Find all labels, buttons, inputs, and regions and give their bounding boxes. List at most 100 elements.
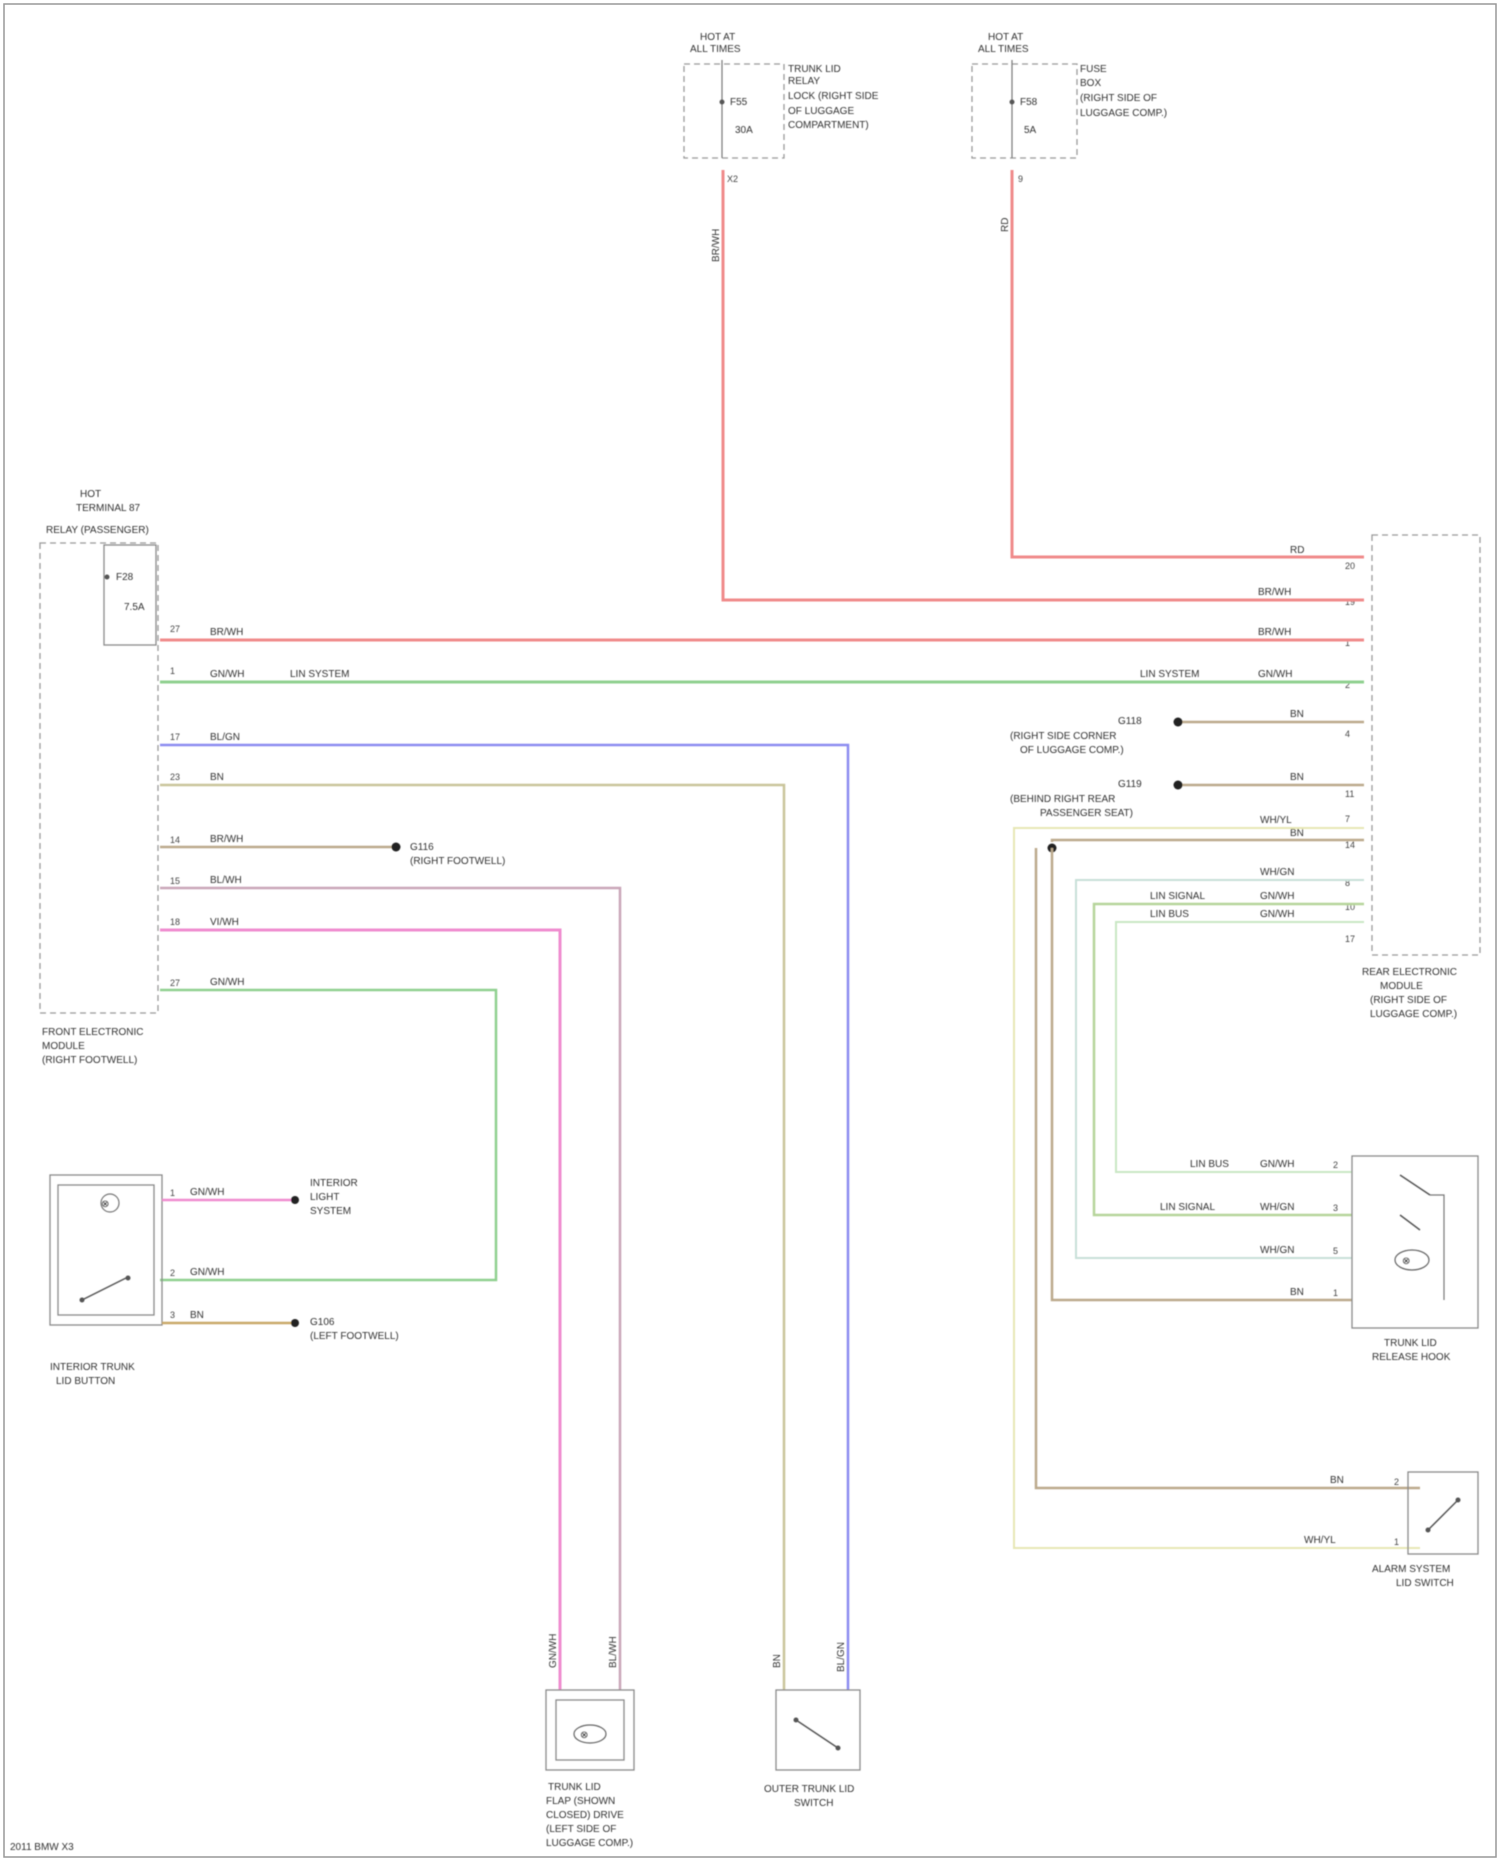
svg-text:BL/GN: BL/GN [836, 1642, 847, 1672]
alarm-lid-switch: 2 1 ALARM SYSTEM LID SWITCH [1372, 1472, 1478, 1589]
svg-text:TRUNK LID: TRUNK LID [1384, 1338, 1437, 1349]
svg-text:SWITCH: SWITCH [794, 1798, 833, 1809]
svg-text:F55: F55 [730, 97, 748, 108]
wire-red-fuse58 [1012, 170, 1364, 557]
svg-text:WH/YL: WH/YL [1260, 815, 1292, 826]
svg-text:BN: BN [1290, 1287, 1304, 1298]
svg-text:(RIGHT SIDE OF: (RIGHT SIDE OF [1370, 995, 1447, 1006]
svg-text:(RIGHT FOOTWELL): (RIGHT FOOTWELL) [42, 1055, 137, 1066]
svg-text:1: 1 [1394, 1537, 1399, 1547]
svg-text:23: 23 [170, 772, 180, 782]
svg-text:RD: RD [1290, 545, 1304, 556]
svg-text:BR/WH: BR/WH [1258, 627, 1291, 638]
wire-tan [160, 785, 784, 1690]
svg-text:TERMINAL 87: TERMINAL 87 [76, 503, 141, 514]
trunk-lid-release-hook: ⊗ 2 3 5 1 TRUNK LID RELEASE HOOK [1333, 1156, 1478, 1363]
svg-text:LID BUTTON: LID BUTTON [56, 1376, 115, 1387]
svg-text:ALL TIMES: ALL TIMES [690, 44, 741, 55]
svg-text:BN: BN [1330, 1475, 1344, 1486]
svg-text:BR/WH: BR/WH [210, 834, 243, 845]
svg-text:BOX: BOX [1080, 78, 1101, 89]
svg-text:3: 3 [1333, 1203, 1338, 1213]
svg-text:BN: BN [1290, 828, 1304, 839]
svg-text:GN/WH: GN/WH [1260, 909, 1294, 920]
svg-text:WH/GN: WH/GN [1260, 1202, 1294, 1213]
svg-text:RELAY: RELAY [788, 76, 820, 87]
svg-text:INTERIOR: INTERIOR [310, 1178, 358, 1189]
svg-text:14: 14 [1345, 840, 1355, 850]
svg-text:27: 27 [170, 624, 180, 634]
svg-text:7: 7 [1345, 814, 1350, 824]
wire-wh-yl [1014, 828, 1420, 1548]
svg-text:BN: BN [772, 1654, 783, 1668]
trunk-lid-flap-drive: ⊗ TRUNK LID FLAP (SHOWN CLOSED) DRIVE (L… [546, 1690, 634, 1849]
svg-text:7.5A: 7.5A [124, 602, 145, 613]
svg-text:17: 17 [1345, 934, 1355, 944]
svg-text:HOT AT: HOT AT [988, 32, 1023, 43]
svg-text:FUSE: FUSE [1080, 64, 1107, 75]
svg-text:(RIGHT FOOTWELL): (RIGHT FOOTWELL) [410, 856, 505, 867]
svg-text:LIN BUS: LIN BUS [1190, 1159, 1229, 1170]
svg-text:2: 2 [170, 1268, 175, 1278]
front-electronic-module: HOT TERMINAL 87 RELAY (PASSENGER) F28 7.… [40, 489, 180, 1066]
svg-text:BR/WH: BR/WH [210, 627, 243, 638]
svg-text:OF LUGGAGE: OF LUGGAGE [788, 106, 854, 117]
svg-text:20: 20 [1345, 561, 1355, 571]
svg-text:BN: BN [190, 1310, 204, 1321]
svg-text:LIN SYSTEM: LIN SYSTEM [1140, 669, 1199, 680]
svg-text:GN/WH: GN/WH [1258, 669, 1292, 680]
svg-text:(LEFT FOOTWELL): (LEFT FOOTWELL) [310, 1331, 399, 1342]
svg-text:18: 18 [170, 917, 180, 927]
svg-text:F28: F28 [116, 572, 134, 583]
svg-text:FRONT ELECTRONIC: FRONT ELECTRONIC [42, 1027, 144, 1038]
wire-gn-wh-3 [1116, 922, 1364, 1172]
svg-text:SYSTEM: SYSTEM [310, 1206, 351, 1217]
svg-text:LIGHT: LIGHT [310, 1192, 339, 1203]
svg-text:VI/WH: VI/WH [210, 917, 239, 928]
svg-text:GN/WH: GN/WH [548, 1634, 559, 1668]
svg-text:WH/GN: WH/GN [1260, 1245, 1294, 1256]
svg-text:RD: RD [1000, 218, 1011, 232]
svg-text:OUTER TRUNK LID: OUTER TRUNK LID [764, 1784, 854, 1795]
outer-trunk-lid-switch: OUTER TRUNK LID SWITCH [764, 1690, 860, 1809]
fuse-box-trunk-lid-relay: HOT AT ALL TIMES TRUNK LID RELAY LOCK (R… [684, 32, 879, 184]
wire-pink [160, 930, 560, 1690]
fuse-box-right-luggage: HOT AT ALL TIMES FUSE BOX (RIGHT SIDE OF… [972, 32, 1167, 184]
svg-text:(LEFT SIDE OF: (LEFT SIDE OF [546, 1824, 616, 1835]
svg-text:REAR ELECTRONIC: REAR ELECTRONIC [1362, 967, 1457, 978]
svg-text:ALL TIMES: ALL TIMES [978, 44, 1029, 55]
svg-text:2: 2 [1394, 1477, 1399, 1487]
svg-text:14: 14 [170, 835, 180, 845]
svg-text:⊗: ⊗ [101, 1199, 109, 1210]
svg-text:RELEASE HOOK: RELEASE HOOK [1372, 1352, 1451, 1363]
svg-text:LUGGAGE COMP.): LUGGAGE COMP.) [1370, 1009, 1457, 1020]
svg-text:BL/WH: BL/WH [608, 1636, 619, 1668]
svg-text:RELAY (PASSENGER): RELAY (PASSENGER) [46, 525, 149, 536]
svg-text:GN/WH: GN/WH [1260, 1159, 1294, 1170]
svg-text:3: 3 [170, 1310, 175, 1320]
svg-text:9: 9 [1018, 174, 1023, 184]
wire-red-fuse55 [723, 170, 1364, 600]
svg-text:⊗: ⊗ [580, 1730, 588, 1741]
svg-text:G119: G119 [1118, 779, 1142, 790]
svg-text:4: 4 [1345, 729, 1350, 739]
svg-text:INTERIOR TRUNK: INTERIOR TRUNK [50, 1362, 135, 1373]
svg-text:(RIGHT SIDE CORNER: (RIGHT SIDE CORNER [1010, 731, 1117, 742]
svg-text:LIN SIGNAL: LIN SIGNAL [1160, 1202, 1215, 1213]
svg-text:GN/WH: GN/WH [210, 669, 244, 680]
svg-text:LID SWITCH: LID SWITCH [1396, 1578, 1454, 1589]
svg-text:MODULE: MODULE [42, 1041, 85, 1052]
svg-text:HOT AT: HOT AT [700, 32, 735, 43]
svg-text:BR/WH: BR/WH [711, 229, 722, 262]
svg-text:WH/GN: WH/GN [1260, 867, 1294, 878]
svg-text:5A: 5A [1024, 125, 1037, 136]
rear-electronic-module: REAR ELECTRONIC MODULE (RIGHT SIDE OF LU… [1345, 535, 1480, 1020]
svg-text:BN: BN [210, 772, 224, 783]
svg-text:2: 2 [1333, 1160, 1338, 1170]
svg-text:OF LUGGAGE COMP.): OF LUGGAGE COMP.) [1020, 745, 1124, 756]
svg-text:11: 11 [1345, 789, 1354, 799]
svg-text:LOCK (RIGHT SIDE: LOCK (RIGHT SIDE [788, 91, 879, 102]
svg-text:HOT: HOT [80, 489, 101, 500]
wire-mauve [160, 888, 620, 1690]
